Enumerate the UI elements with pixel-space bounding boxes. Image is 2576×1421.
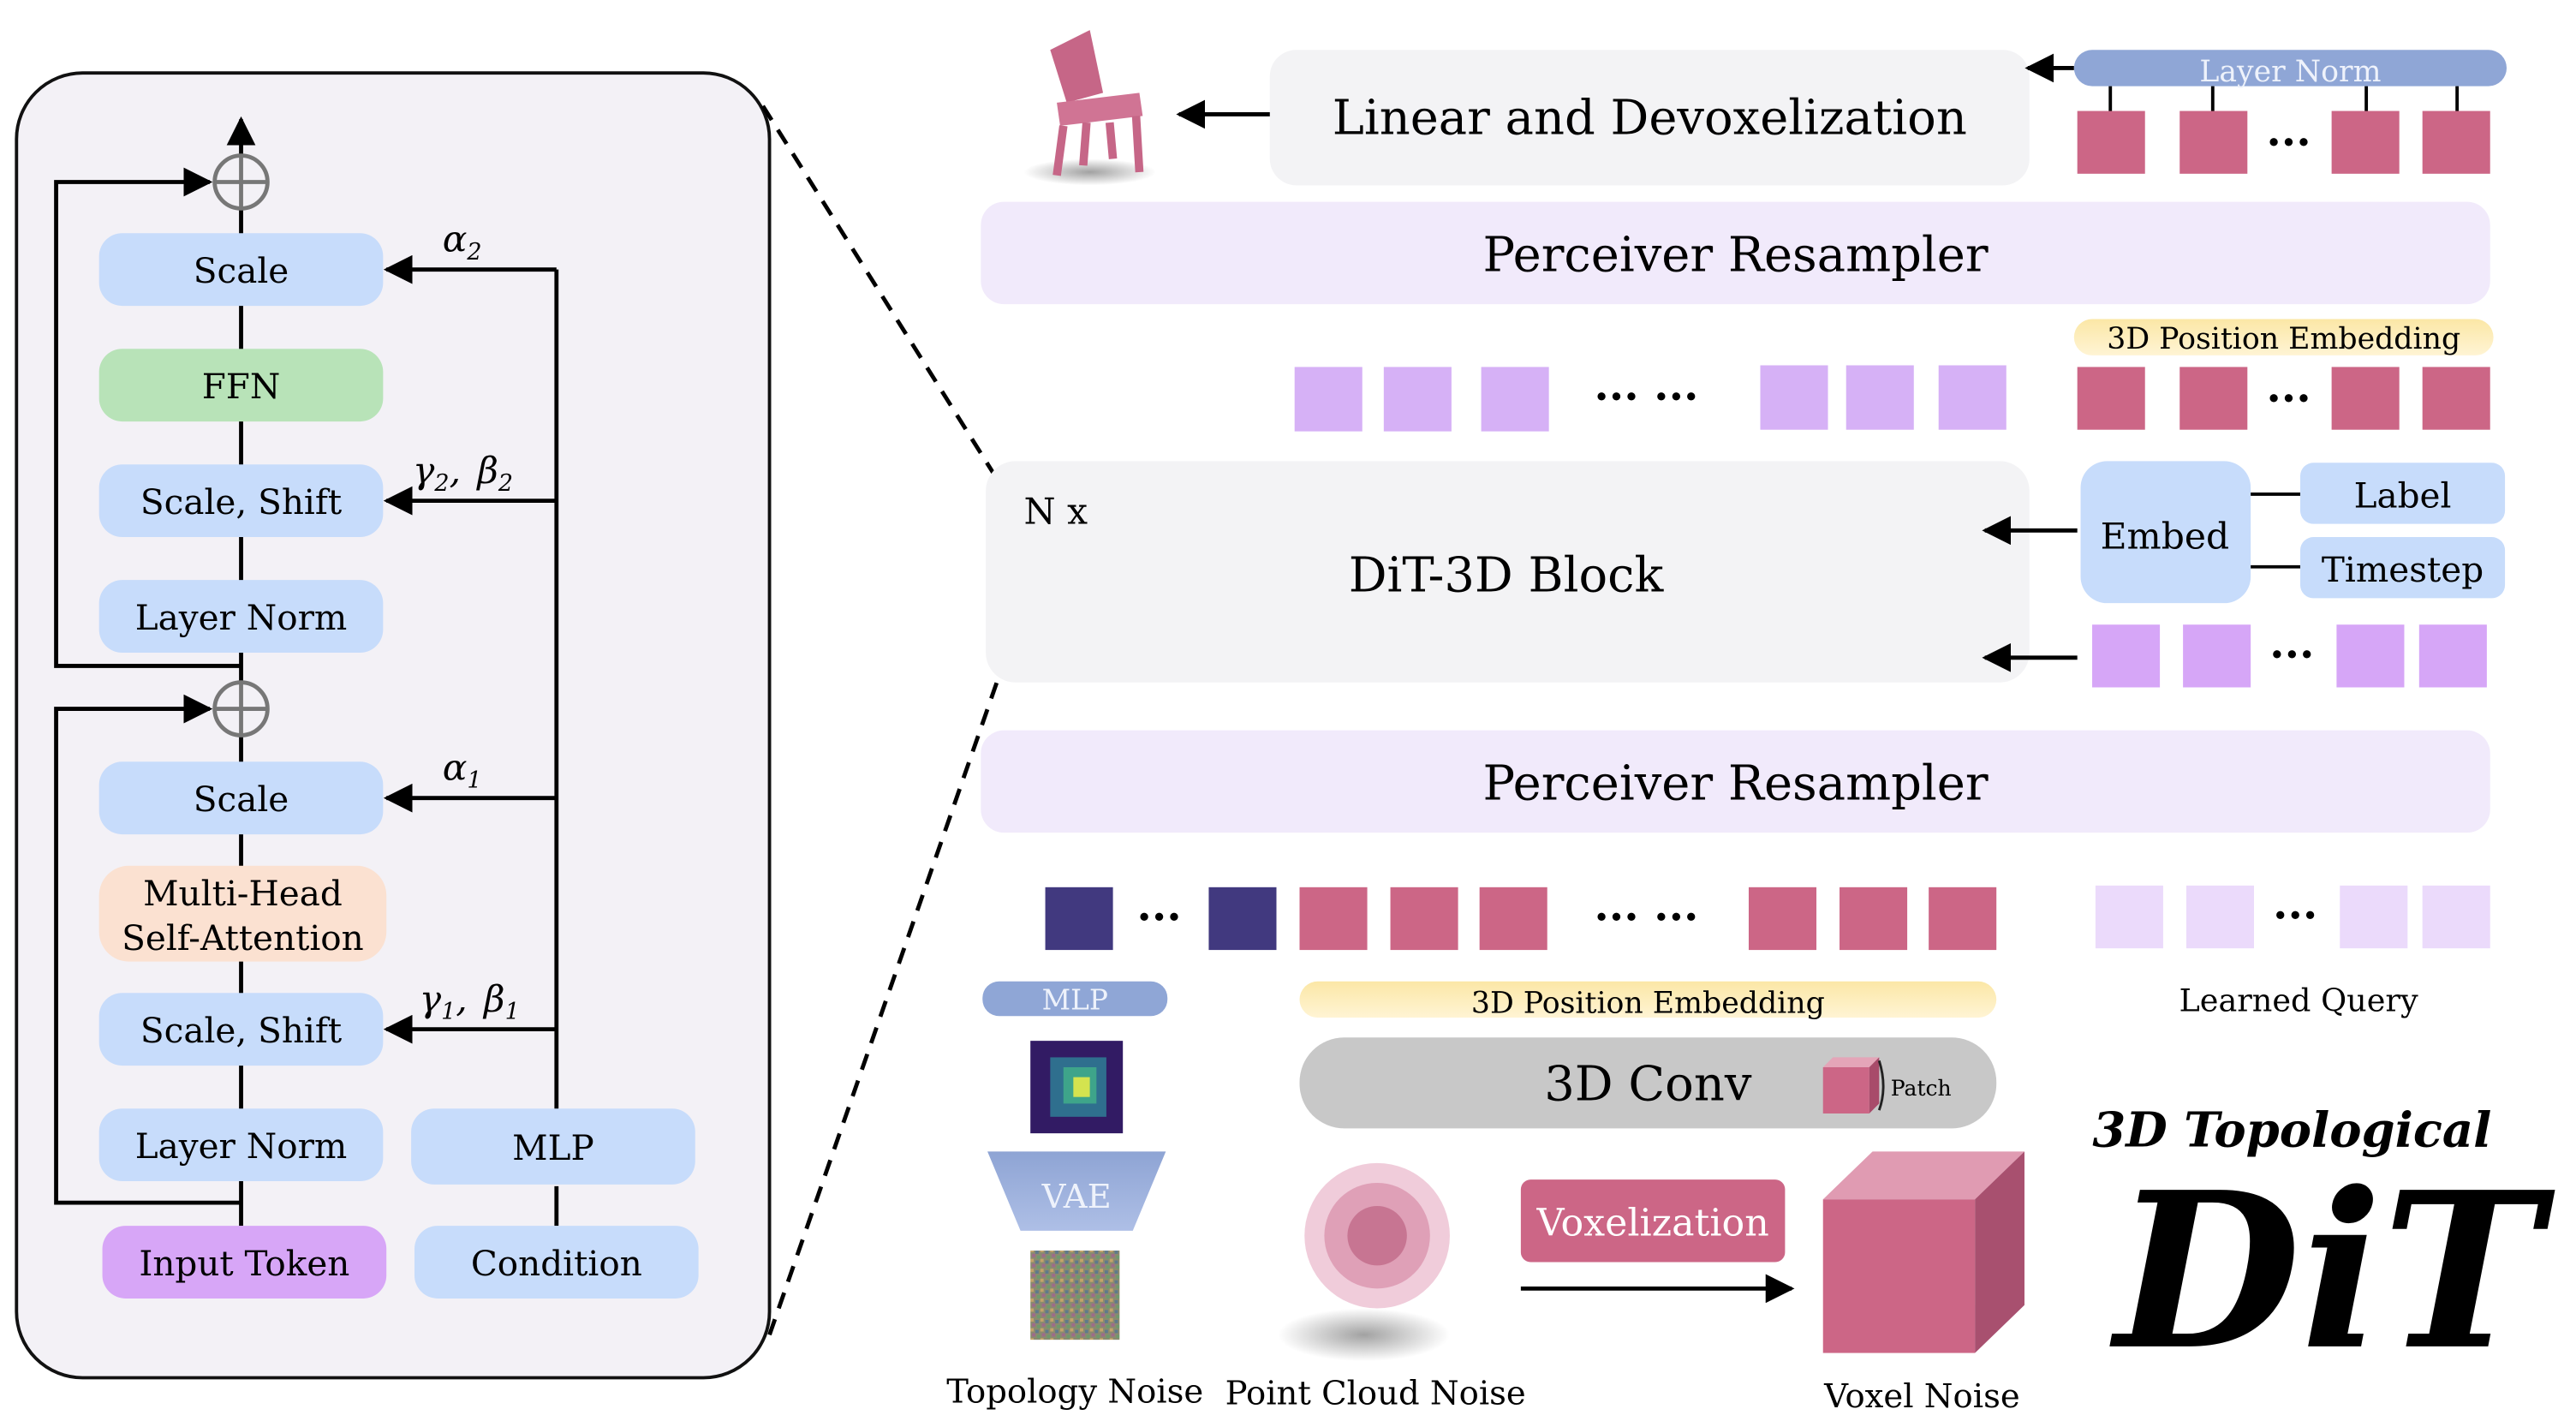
layer-norm-label-top: Layer Norm [135,597,348,638]
input-token-box [102,1226,387,1299]
patch-cube-icon [1822,1057,1885,1114]
condition-label: Condition [471,1243,642,1284]
zoom-line-top [760,104,996,476]
ellipsis-voxel-tokens: ··· ··· [1594,892,1698,942]
ellipsis-output: ··· [2266,117,2311,168]
linear-devox-box [1269,50,2030,186]
mhsa-label-line1: Multi-Head [143,873,343,914]
voxel-noise-label: Voxel Noise [1823,1377,2020,1416]
pos-embedding-bar-top [2073,319,2494,355]
pos-embedding-bar-bottom [1299,981,1997,1018]
ellipsis-condition: ··· [2269,629,2314,679]
topological-dit-logo: 3D Topological DiT [2092,1103,2555,1398]
latent-token-row [1294,365,2007,432]
perceiver-label-top: Perceiver Resampler [1483,228,1989,284]
vae-trapezoid [987,1151,1166,1231]
gamma2-beta2-label: γ2,β2 [413,450,513,497]
timestep-box [2299,537,2506,599]
linear-devox-label: Linear and Devoxelization [1333,91,1967,146]
scale-label-bottom: Scale [194,779,289,820]
svg-text:DiT: DiT [2109,1146,2555,1398]
scale-box-bottom [98,761,384,835]
label-box [2299,463,2506,524]
embed-box [2080,461,2251,604]
ellipsis-topology-tokens: ··· [1136,892,1181,942]
label-label: Label [2354,475,2452,516]
conv3d-label: 3D Conv [1544,1057,1752,1113]
mhsa-label-line2: Self-Attention [122,917,364,958]
ffn-label: FFN [202,366,281,407]
voxelization-box [1520,1179,1786,1263]
query-token-row-top [2077,367,2490,430]
scale-label-top: Scale [194,250,289,291]
point-cloud-icon [1278,1162,1450,1362]
mlp-pill [982,981,1168,1017]
nx-label: N x [1023,492,1088,534]
residual-add-icon-top [212,153,270,211]
pos-embedding-label-bottom: 3D Position Embedding [1471,986,1825,1020]
perceiver-resampler-top [981,201,2490,305]
learned-query-label: Learned Query [2179,982,2418,1018]
layer-norm-box-top [98,580,384,654]
topology-heatmap-image [1030,1041,1124,1134]
mlp-label-condition: MLP [512,1127,594,1168]
timestep-label: Timestep [2322,549,2484,590]
pipeline-panel: Linear and Devoxelization Layer Norm ···… [946,30,2555,1416]
ffn-box [98,349,384,422]
scale-shift-box-top [98,464,384,538]
input-token-label: Input Token [139,1243,349,1284]
chair-point-cloud-icon [1023,30,1156,186]
alpha1-label: α1 [443,747,482,794]
condition-token-row [2092,624,2487,688]
voxel-cube-icon [1822,1151,2024,1353]
dit-3d-block [986,461,2030,683]
gamma1-beta1-label: γ1,β1 [420,978,520,1025]
patch-label: Patch [1891,1076,1952,1101]
layer-norm-box-bottom [98,1108,384,1182]
input-token-row [1045,887,1997,951]
embed-label: Embed [2101,516,2230,558]
topology-noise-image [1030,1251,1120,1340]
mhsa-box [98,865,387,962]
perceiver-label-bottom: Perceiver Resampler [1483,756,1989,812]
scale-box-top [98,233,384,307]
perceiver-resampler-bottom [981,730,2490,833]
scale-shift-box-bottom [98,993,384,1066]
pos-embedding-label-top: 3D Position Embedding [2107,322,2460,356]
ellipsis-query-top: ··· [2266,373,2311,423]
zoom-line-bottom [767,679,999,1336]
layer-norm-bar [2073,50,2507,87]
dit-block-detail-panel: Scale FFN Scale, Shift Layer Norm Scale … [15,71,772,1380]
residual-add-icon-bottom [212,680,270,737]
topology-noise-label: Topology Noise [946,1372,1203,1411]
ellipsis-latent-top: ··· ··· [1594,371,1698,421]
learned-query-row [2095,885,2490,949]
scale-shift-label-top: Scale, Shift [140,481,342,522]
condition-box [414,1226,699,1299]
svg-text:3D Topological: 3D Topological [2092,1103,2491,1159]
voxelization-label: Voxelization [1536,1202,1769,1245]
scale-shift-label-bottom: Scale, Shift [140,1010,342,1051]
ellipsis-learned-query: ··· [2273,890,2317,940]
conv3d-box [1299,1037,1997,1129]
output-token-row [2077,110,2490,174]
point-cloud-noise-label: Point Cloud Noise [1225,1374,1526,1412]
vae-label: VAE [1041,1178,1112,1216]
layer-norm-bar-label: Layer Norm [2199,55,2381,89]
mlp-box-condition [411,1108,695,1185]
layer-norm-label-bottom: Layer Norm [135,1125,348,1167]
alpha2-label: α2 [443,218,482,266]
dit-block-label: DiT-3D Block [1349,548,1665,604]
mlp-pill-label: MLP [1042,984,1108,1017]
